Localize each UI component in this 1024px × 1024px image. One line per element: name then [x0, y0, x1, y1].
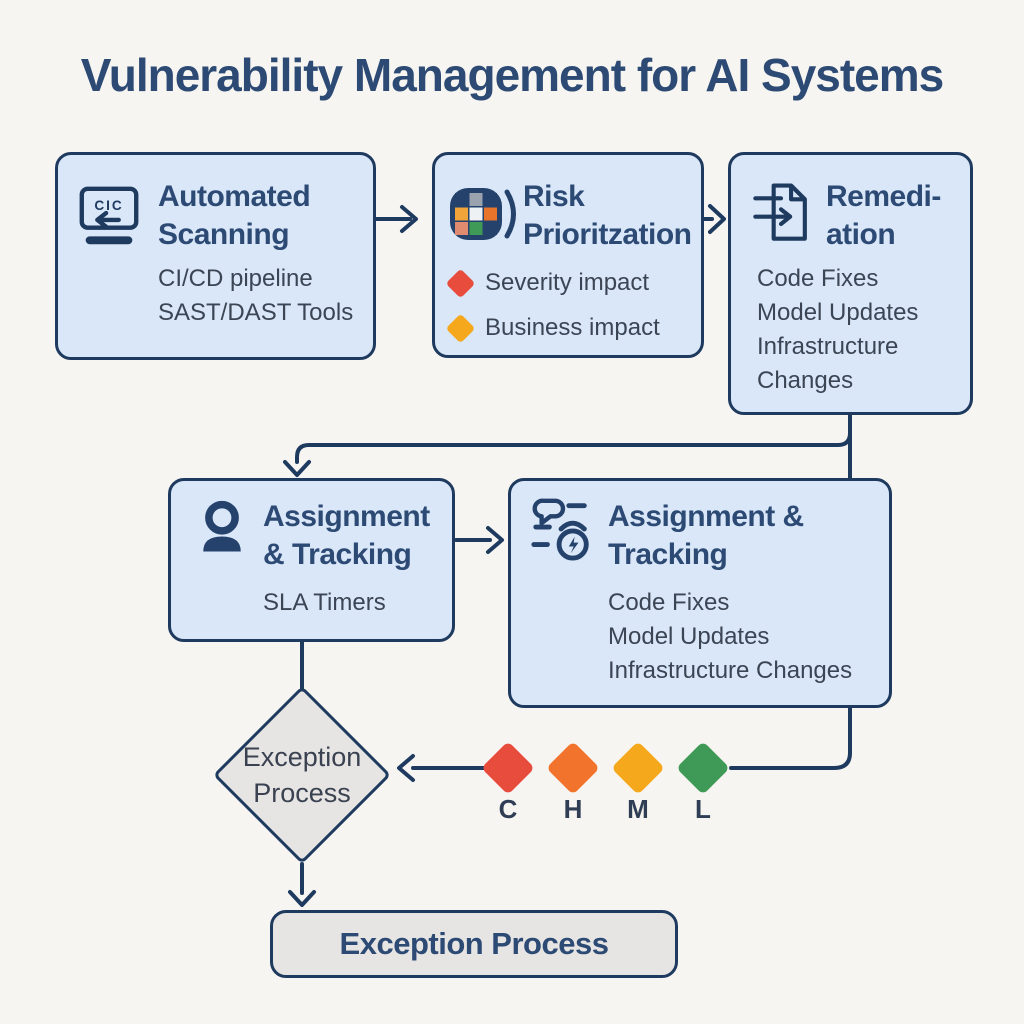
severity-label-medium: M	[627, 794, 649, 824]
tracking-timer-icon	[531, 498, 589, 561]
exception-process-label: Exception Process	[339, 926, 609, 961]
node-risk-prioritization	[432, 152, 704, 358]
severity-label-critical: C	[498, 794, 518, 824]
node-title: Assignment & Tracking	[608, 500, 804, 572]
node-title: Remedi- ation	[826, 180, 941, 252]
node-body: SLA Timers	[263, 589, 386, 616]
business-impact-row: Business impact	[445, 311, 660, 345]
page-title: Vulnerability Management for AI Systems	[80, 49, 945, 101]
critical-diamond-icon	[445, 268, 476, 298]
person-icon	[203, 500, 241, 552]
line-remediation-to-severity	[729, 408, 852, 770]
node-body: CI/CD pipeline SAST/DAST Tools	[158, 265, 354, 327]
severity-impact-row: Severity impact	[445, 266, 660, 300]
node-remediation	[728, 152, 973, 415]
node-title: Risk Prioritzation	[523, 180, 692, 252]
medium-diamond-icon	[445, 313, 476, 343]
node-assignment-tracking-right	[508, 478, 892, 708]
node-body: Severity impact Business impact	[445, 266, 660, 356]
cicd-monitor-icon: CIC	[79, 186, 139, 245]
document-arrow-icon	[753, 183, 807, 241]
node-automated-scanning	[55, 152, 376, 360]
node-title: Automated Scanning	[158, 180, 311, 252]
node-exception-process: Exception Process	[270, 910, 678, 978]
severity-label-low: L	[695, 794, 711, 824]
severity-label-high: H	[563, 794, 583, 824]
risk-mosaic-icon	[450, 188, 516, 240]
node-body: Code Fixes Model Updates Infrastructure …	[608, 589, 853, 685]
node-body: Code Fixes Model Updates Infrastructure …	[757, 265, 919, 395]
line-remediation-to-assignment	[295, 431, 852, 464]
svg-text:CIC: CIC	[94, 198, 123, 213]
decision-label: Exception Process	[242, 742, 362, 809]
node-title: Assignment & Tracking	[263, 500, 430, 572]
